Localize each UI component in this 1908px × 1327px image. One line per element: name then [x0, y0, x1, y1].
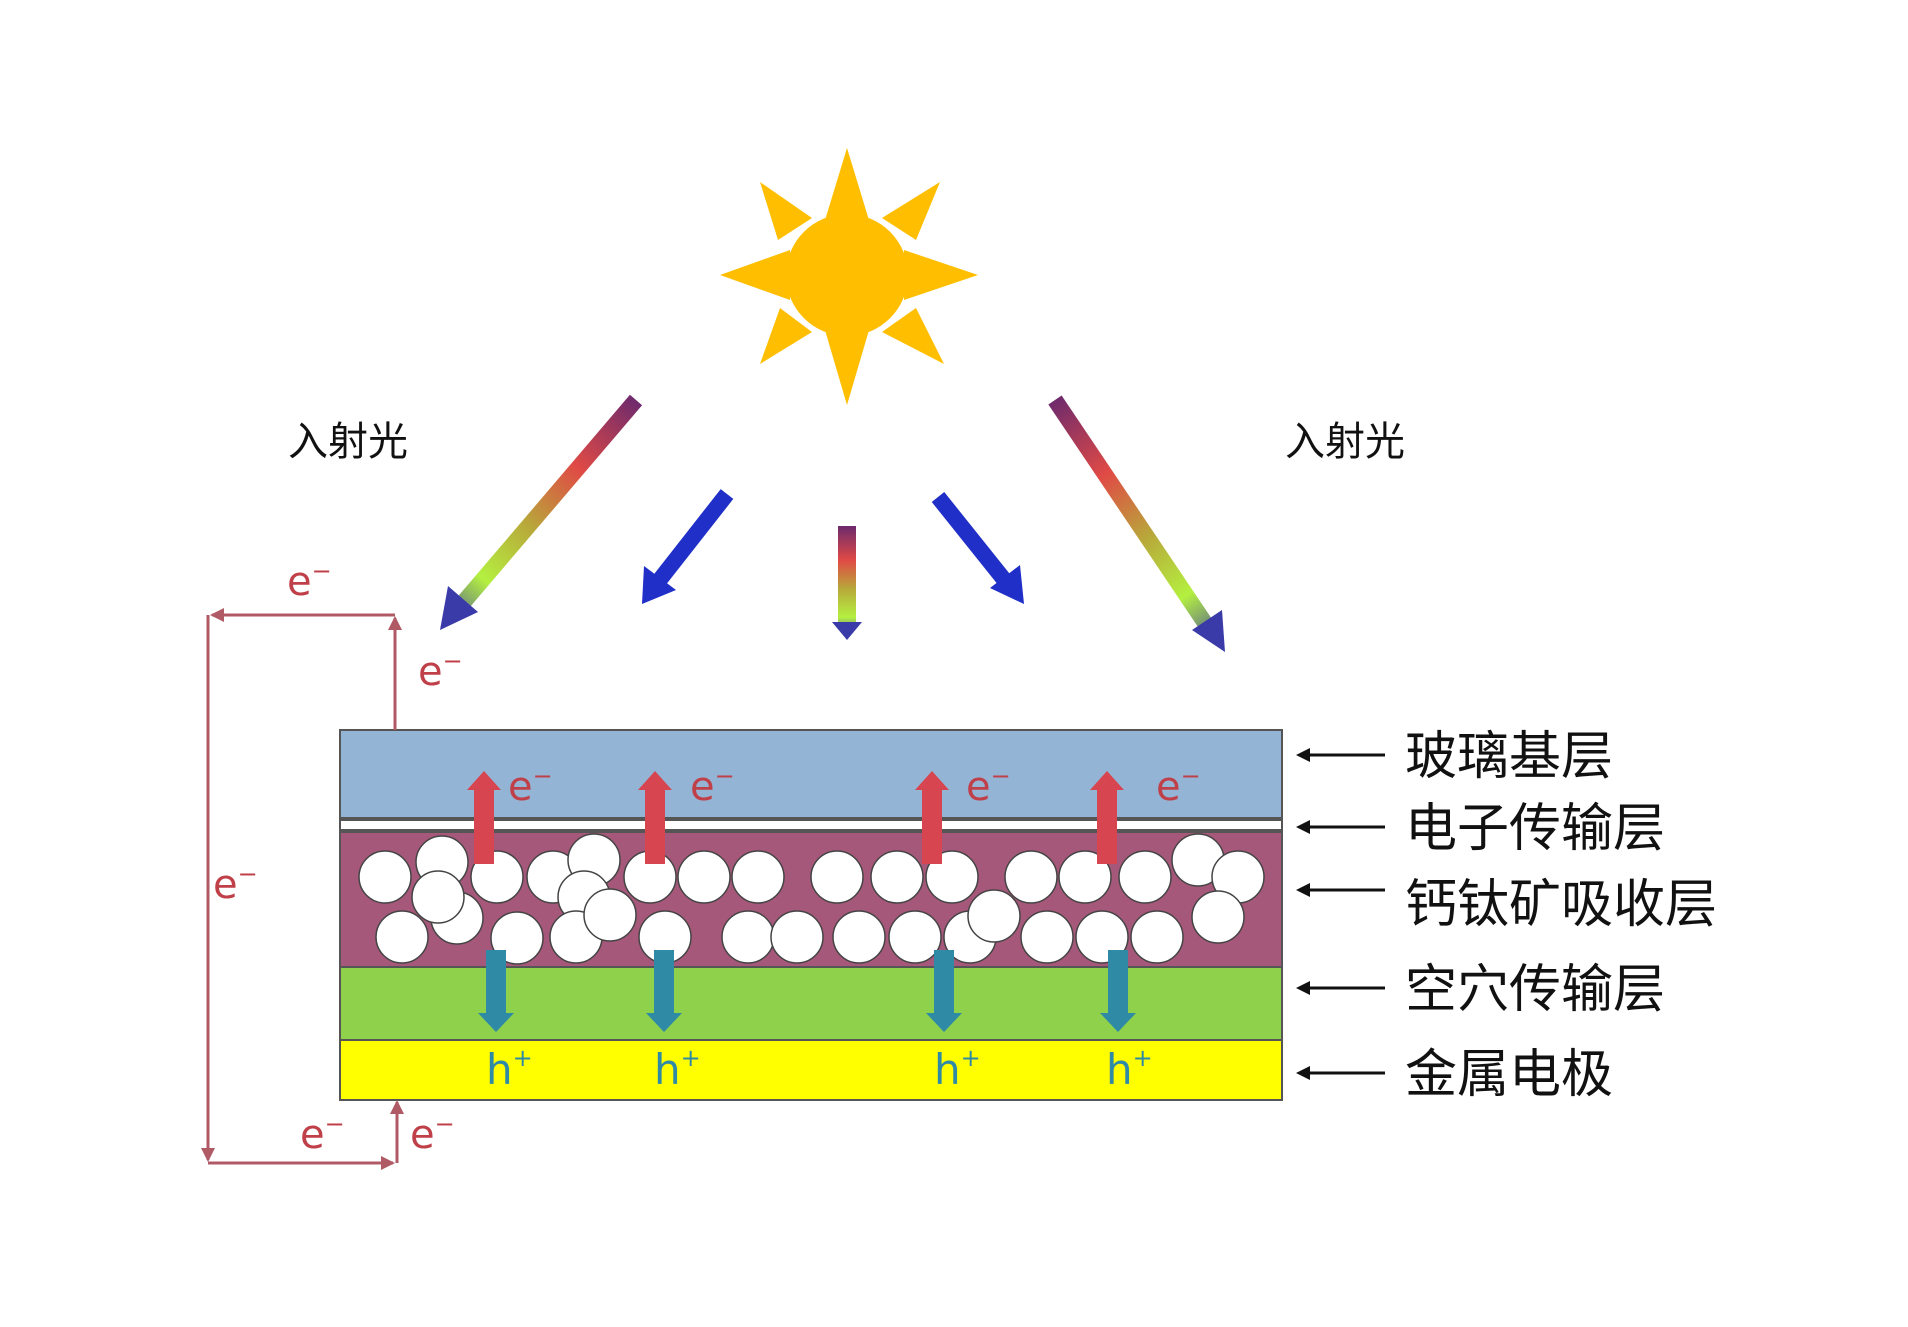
electron-up-arrow: [915, 771, 949, 864]
sun-ray-bottom-left: [760, 308, 812, 364]
sun-ray-bottom-right: [882, 308, 944, 364]
sun-ray-bottom: [822, 320, 872, 405]
sun-disc: [786, 214, 908, 336]
hole-down-arrow: [1100, 950, 1136, 1032]
glass-substrate-layer: [339, 729, 1283, 819]
hole-label: h+: [1106, 1044, 1153, 1094]
light-arrow-center-spectrum: [832, 526, 862, 640]
circuit-electron-label: e−: [410, 1110, 455, 1158]
metal-electrode-layer: [339, 1039, 1283, 1101]
arrow-left-icon: [1296, 981, 1385, 995]
layer-label-metal-electrode: 金属电极: [1405, 1045, 1613, 1105]
layer-label-perovskite-absorber: 钙钛矿吸收层: [1405, 875, 1717, 935]
arrow-left-icon: [1296, 820, 1385, 834]
hole-label: h+: [934, 1044, 981, 1094]
hole-down-arrow: [646, 950, 682, 1032]
electron-label: e−: [508, 762, 553, 810]
light-arrow-right-spectrum: [1048, 395, 1225, 652]
circuit-electron-label: e−: [213, 860, 258, 908]
light-arrow-left-blue: [642, 489, 734, 604]
electron-up-arrow: [467, 771, 501, 864]
incident-light-label-right: 入射光: [1285, 419, 1405, 465]
circuit-electron-label: e−: [287, 557, 332, 605]
hole-label: h+: [654, 1044, 701, 1094]
light-arrow-left-spectrum: [440, 394, 643, 630]
electron-up-arrow: [638, 771, 672, 864]
electron-label: e−: [966, 762, 1011, 810]
electron-up-arrow: [1090, 771, 1124, 864]
arrow-left-icon: [1296, 883, 1385, 897]
sun-icon: [720, 148, 978, 405]
hole-down-arrow: [478, 950, 514, 1032]
hole-down-arrow: [926, 950, 962, 1032]
electron-label: e−: [690, 762, 735, 810]
light-arrow-right-blue: [931, 492, 1024, 604]
layer-label-hole-transport: 空穴传输层: [1405, 960, 1665, 1020]
sun-ray-top-left: [760, 182, 812, 240]
circuit-electron-label: e−: [300, 1110, 345, 1158]
sun-ray-top: [822, 148, 872, 230]
arrow-left-icon: [1296, 748, 1385, 762]
circuit-electron-label: e−: [418, 647, 463, 695]
external-circuit: [201, 608, 404, 1170]
electron-label: e−: [1156, 762, 1201, 810]
incident-light-label-left: 入射光: [288, 419, 408, 465]
sun-ray-left: [720, 250, 790, 300]
hole-label: h+: [486, 1044, 533, 1094]
sun-ray-right: [904, 250, 978, 300]
arrow-left-icon: [1296, 1066, 1385, 1080]
hole-transport-layer: [339, 966, 1283, 1041]
layer-label-glass-substrate: 玻璃基层: [1405, 727, 1613, 787]
sun-ray-top-right: [882, 182, 940, 240]
layer-label-electron-transport: 电子传输层: [1405, 799, 1665, 859]
electron-transport-layer: [339, 819, 1283, 831]
